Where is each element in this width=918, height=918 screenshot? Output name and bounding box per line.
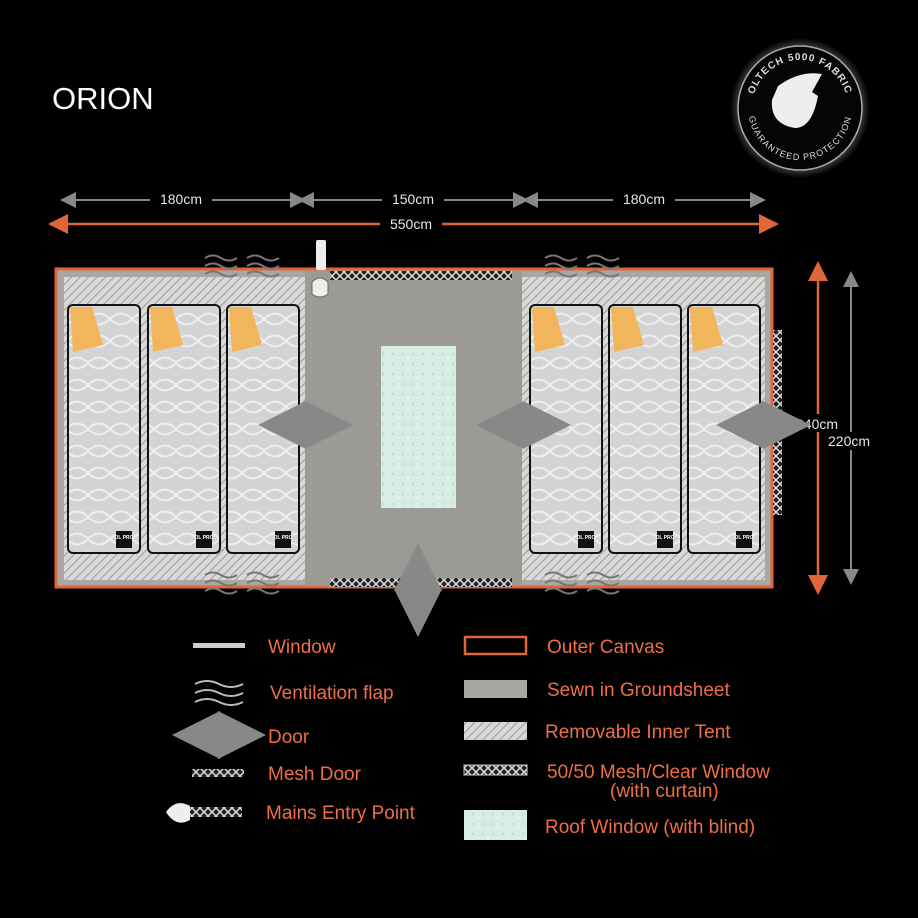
mesh-door-icon [192, 769, 244, 777]
groundsheet-icon [464, 680, 527, 698]
door-arrows [258, 401, 811, 637]
ventilation-flap-icon [204, 571, 280, 595]
blanket [229, 307, 262, 352]
sleeping-mattress: OL PRO [147, 304, 221, 554]
legend-mesh-door: Mesh Door [268, 764, 362, 785]
oltech-fabric-badge: OLTECH 5000 FABRIC GUARANTEED PROTECTION [730, 38, 870, 178]
tent-plan: OL PRO OL PRO OL PRO OL PRO OL PRO OL PRO [54, 240, 811, 637]
roof-window [381, 346, 456, 508]
ol-pro-logo [275, 531, 291, 548]
blanket [611, 307, 644, 352]
sleeping-mattress: OL PRO [687, 304, 761, 554]
legend-door: Door [268, 727, 310, 748]
legend-inner-tent: Removable Inner Tent [545, 722, 731, 743]
mesh-door-top [330, 271, 512, 280]
dim-total-550: 550cm [390, 216, 432, 232]
ol-pro-logo [116, 531, 132, 548]
dim-right-180: 180cm [623, 191, 665, 207]
legend-window: Window [268, 637, 336, 658]
inner-tent-icon [464, 722, 527, 740]
blanket [150, 307, 183, 352]
svg-text:OL PRO: OL PRO [576, 535, 595, 541]
dim-left-180: 180cm [160, 191, 202, 207]
blanket [690, 307, 723, 352]
mesh-window-icon [463, 764, 528, 776]
mains-plug-icon [166, 803, 242, 823]
ventilation-flap-icon [204, 254, 280, 278]
legend-mesh-window: 50/50 Mesh/Clear Window [547, 762, 770, 783]
svg-text:OL PRO: OL PRO [734, 535, 753, 541]
dimension-lines: 180cm 150cm 180cm 550cm 240cm 220cm [48, 190, 882, 595]
sleeping-mattress: OL PRO [608, 304, 682, 554]
dim-center-150: 150cm [392, 191, 434, 207]
dim-outer-240: 240cm [796, 416, 838, 432]
tent-model-title: ORION [52, 81, 154, 116]
legend-mesh-window-note: (with curtain) [610, 781, 719, 802]
blanket [70, 307, 103, 352]
legend-mains: Mains Entry Point [266, 803, 416, 824]
dim-inner-220: 220cm [828, 433, 870, 449]
legend-roof-window: Roof Window (with blind) [545, 817, 755, 838]
ventilation-flap-icon [544, 254, 620, 278]
svg-text:OL PRO: OL PRO [194, 535, 213, 541]
ol-pro-logo [657, 531, 673, 548]
blanket [532, 307, 565, 352]
svg-text:OL PRO: OL PRO [114, 535, 133, 541]
ol-pro-logo [736, 531, 752, 548]
sleeping-mattress: OL PRO [67, 304, 141, 554]
legend: Window Ventilation flap Door Mesh Door M… [166, 635, 770, 840]
roof-window-icon [464, 810, 527, 840]
ventilation-flap-icon [194, 680, 244, 706]
legend-groundsheet: Sewn in Groundsheet [547, 680, 730, 701]
ol-pro-logo [196, 531, 212, 548]
svg-text:OL PRO: OL PRO [273, 535, 292, 541]
legend-ventilation: Ventilation flap [270, 683, 394, 704]
droplet-icon [771, 73, 822, 128]
ventilation-flap-icon [544, 571, 620, 595]
sleeping-mattress: OL PRO [226, 304, 300, 554]
svg-text:OL PRO: OL PRO [655, 535, 674, 541]
outer-canvas-icon [463, 635, 528, 656]
mains-plug-icon [311, 240, 329, 298]
window-icon [193, 643, 245, 648]
sleeping-mattress: OL PRO [529, 304, 603, 554]
legend-outer-canvas: Outer Canvas [547, 637, 664, 658]
ol-pro-logo [578, 531, 594, 548]
